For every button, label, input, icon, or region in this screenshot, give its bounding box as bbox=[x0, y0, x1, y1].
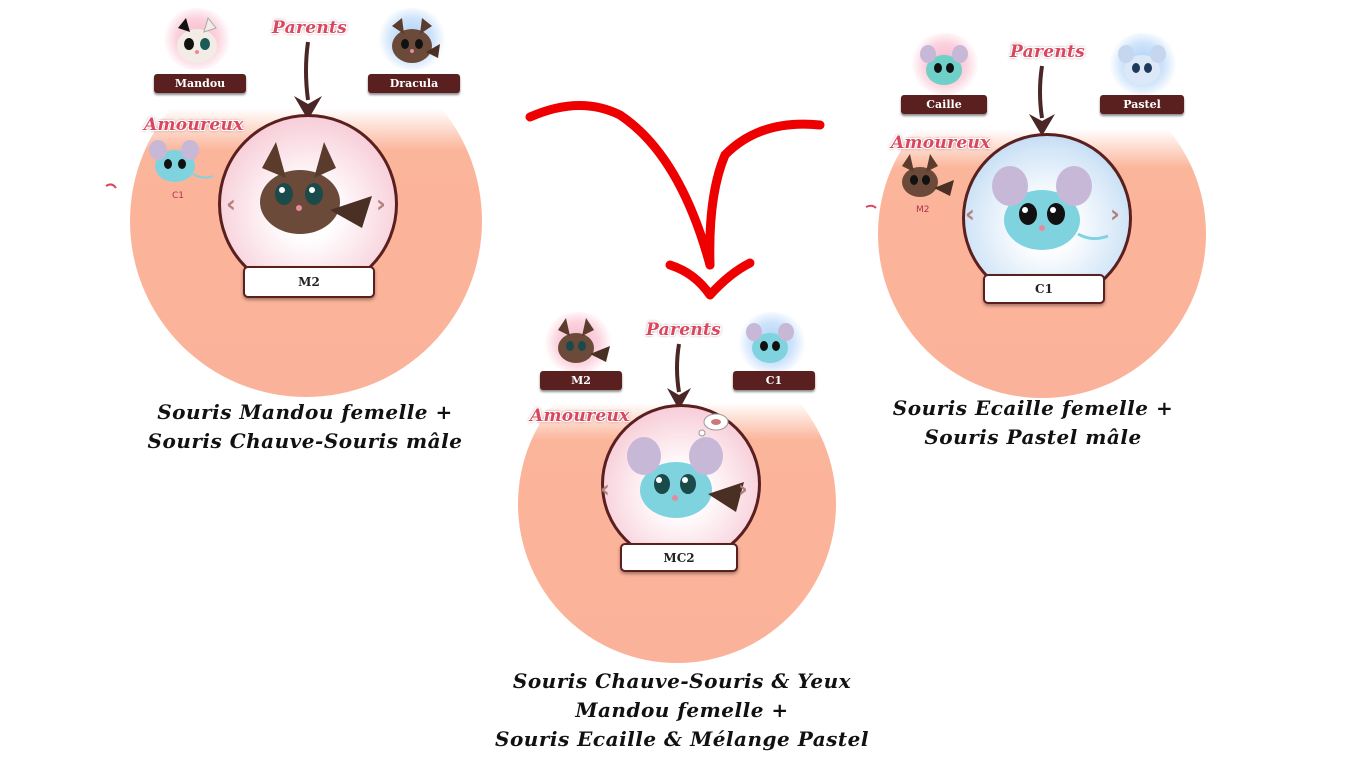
right-caption: Souris Ecaille femelle + Souris Pastel m… bbox=[860, 394, 1206, 452]
lovers-label: Amoureux bbox=[891, 133, 991, 153]
father-name-tag[interactable]: C1 bbox=[733, 371, 815, 390]
down-arrow-icon bbox=[1029, 65, 1055, 136]
parents-label: Parents bbox=[1010, 42, 1085, 62]
red-merge-arrow-icon bbox=[525, 101, 825, 300]
previous-arrow-button[interactable]: ‹ bbox=[600, 475, 610, 503]
bottom-caption: Souris Chauve-Souris & Yeux Mandou femel… bbox=[470, 667, 894, 754]
caption-line: Souris Mandou femelle + bbox=[157, 400, 453, 424]
lover-name: C1 bbox=[172, 191, 185, 201]
lovers-label: Amoureux bbox=[530, 406, 630, 426]
father-name-tag[interactable]: Dracula bbox=[368, 74, 460, 93]
mother-name-tag[interactable]: M2 bbox=[540, 371, 622, 390]
blue-scaly-mouse-icon[interactable] bbox=[145, 136, 215, 186]
blue-scaly-mouse-icon bbox=[627, 437, 744, 518]
result-name-field[interactable]: M2 bbox=[243, 266, 375, 298]
caption-line: Souris Chauve-Souris & Yeux bbox=[512, 669, 852, 693]
previous-arrow-button[interactable]: ‹ bbox=[226, 190, 236, 218]
next-arrow-button[interactable]: › bbox=[376, 190, 386, 218]
blue-scaly-mouse-icon bbox=[992, 166, 1109, 250]
down-arrow-icon bbox=[294, 41, 322, 120]
caption-line: Mandou femelle + bbox=[575, 698, 789, 722]
parents-label: Parents bbox=[272, 18, 347, 38]
left-caption: Souris Mandou femelle + Souris Chauve-So… bbox=[120, 398, 490, 456]
caption-line: Souris Chauve-Souris mâle bbox=[147, 429, 463, 453]
mother-name-tag[interactable]: Mandou bbox=[154, 74, 246, 93]
thought-bubble-icon bbox=[698, 413, 729, 437]
left-panel: Mandou Dracula Parents Amoureux C1 bbox=[0, 0, 520, 460]
caption-line: Souris Pastel mâle bbox=[924, 425, 1142, 449]
lover-name: M2 bbox=[916, 205, 930, 215]
edge-marker-icon bbox=[105, 183, 117, 189]
mother-name-tag[interactable]: Caille bbox=[901, 95, 987, 114]
result-name-field[interactable]: C1 bbox=[983, 274, 1105, 304]
mandou-mouse-icon bbox=[177, 16, 217, 63]
brown-bat-mouse-icon bbox=[558, 318, 610, 363]
lovers-label: Amoureux bbox=[144, 115, 244, 135]
brown-bat-mouse-icon bbox=[392, 18, 440, 63]
down-arrow-icon bbox=[667, 343, 691, 410]
edge-marker-icon bbox=[865, 204, 877, 209]
previous-arrow-button[interactable]: ‹ bbox=[965, 200, 975, 228]
right-panel: Caille Pastel Parents Amoureux M2 ‹ bbox=[860, 0, 1366, 460]
brown-bat-mouse-icon[interactable] bbox=[892, 152, 958, 202]
brown-bat-mouse-icon bbox=[260, 142, 372, 234]
bottom-panel: M2 C1 Parents Amoureux ‹ › MC2 Souris Ch… bbox=[470, 300, 900, 768]
pastel-mouse-icon bbox=[1118, 45, 1166, 85]
father-name-tag[interactable]: Pastel bbox=[1100, 95, 1184, 114]
parents-label: Parents bbox=[646, 320, 721, 340]
caption-line: Souris Ecaille & Mélange Pastel bbox=[495, 727, 869, 751]
caption-line: Souris Ecaille femelle + bbox=[892, 396, 1174, 420]
next-arrow-button[interactable]: › bbox=[1110, 200, 1120, 228]
next-arrow-button[interactable]: › bbox=[738, 475, 748, 503]
blue-scaly-mouse-icon bbox=[746, 323, 794, 363]
blue-scaly-mouse-icon bbox=[920, 45, 968, 85]
result-name-field[interactable]: MC2 bbox=[620, 543, 738, 572]
